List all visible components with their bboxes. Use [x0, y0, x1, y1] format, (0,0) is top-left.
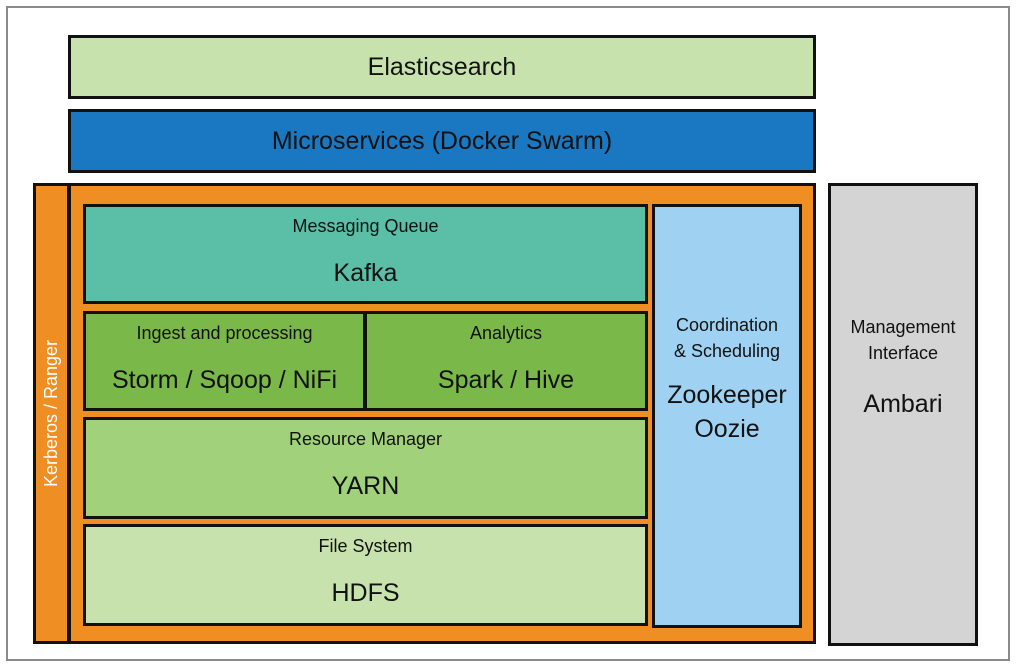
- diagram-frame: [6, 6, 1010, 661]
- kafka-label: Kafka: [333, 259, 398, 287]
- zookeeper-label: Zookeeper: [667, 381, 787, 409]
- management-interface-box: Management Interface Ambari: [828, 183, 978, 646]
- file-system-label: File System: [318, 536, 413, 556]
- coordination-label-line1: Coordination: [675, 315, 779, 335]
- coordination-scheduling-box: Coordination & Scheduling Zookeeper Oozi…: [652, 204, 802, 628]
- storm-sqoop-nifi-label: Storm / Sqoop / NiFi: [111, 366, 338, 394]
- yarn-label: YARN: [331, 472, 400, 500]
- ingest-processing-box: Ingest and processing Storm / Sqoop / Ni…: [83, 311, 366, 411]
- messaging-queue-box: Messaging Queue Kafka: [83, 204, 648, 304]
- kerberos-ranger-label: Kerberos / Ranger: [41, 339, 62, 488]
- management-interface-label: Management Interface: [850, 314, 955, 366]
- analytics-label: Analytics: [469, 323, 543, 343]
- messaging-queue-label: Messaging Queue: [292, 216, 439, 236]
- elasticsearch-label: Elasticsearch: [367, 52, 517, 81]
- ingest-processing-label: Ingest and processing: [136, 323, 313, 343]
- management-label-line1: Management: [850, 317, 956, 337]
- resource-manager-box: Resource Manager YARN: [83, 417, 648, 519]
- elasticsearch-box: Elasticsearch: [68, 35, 816, 99]
- ambari-label: Ambari: [863, 390, 943, 418]
- coordination-scheduling-label: Coordination & Scheduling: [674, 312, 780, 364]
- analytics-box: Analytics Spark / Hive: [364, 311, 648, 411]
- microservices-label: Microservices (Docker Swarm): [271, 126, 613, 155]
- resource-manager-label: Resource Manager: [288, 429, 443, 449]
- coordination-label-line2: & Scheduling: [673, 341, 781, 361]
- microservices-box: Microservices (Docker Swarm): [68, 109, 816, 173]
- zookeeper-oozie-label: Zookeeper Oozie: [667, 378, 787, 446]
- oozie-label: Oozie: [694, 415, 760, 443]
- file-system-box: File System HDFS: [83, 524, 648, 626]
- hdfs-label: HDFS: [331, 579, 400, 607]
- management-label-line2: Interface: [867, 343, 939, 363]
- kerberos-ranger-box: Kerberos / Ranger: [33, 183, 70, 644]
- spark-hive-label: Spark / Hive: [437, 366, 575, 394]
